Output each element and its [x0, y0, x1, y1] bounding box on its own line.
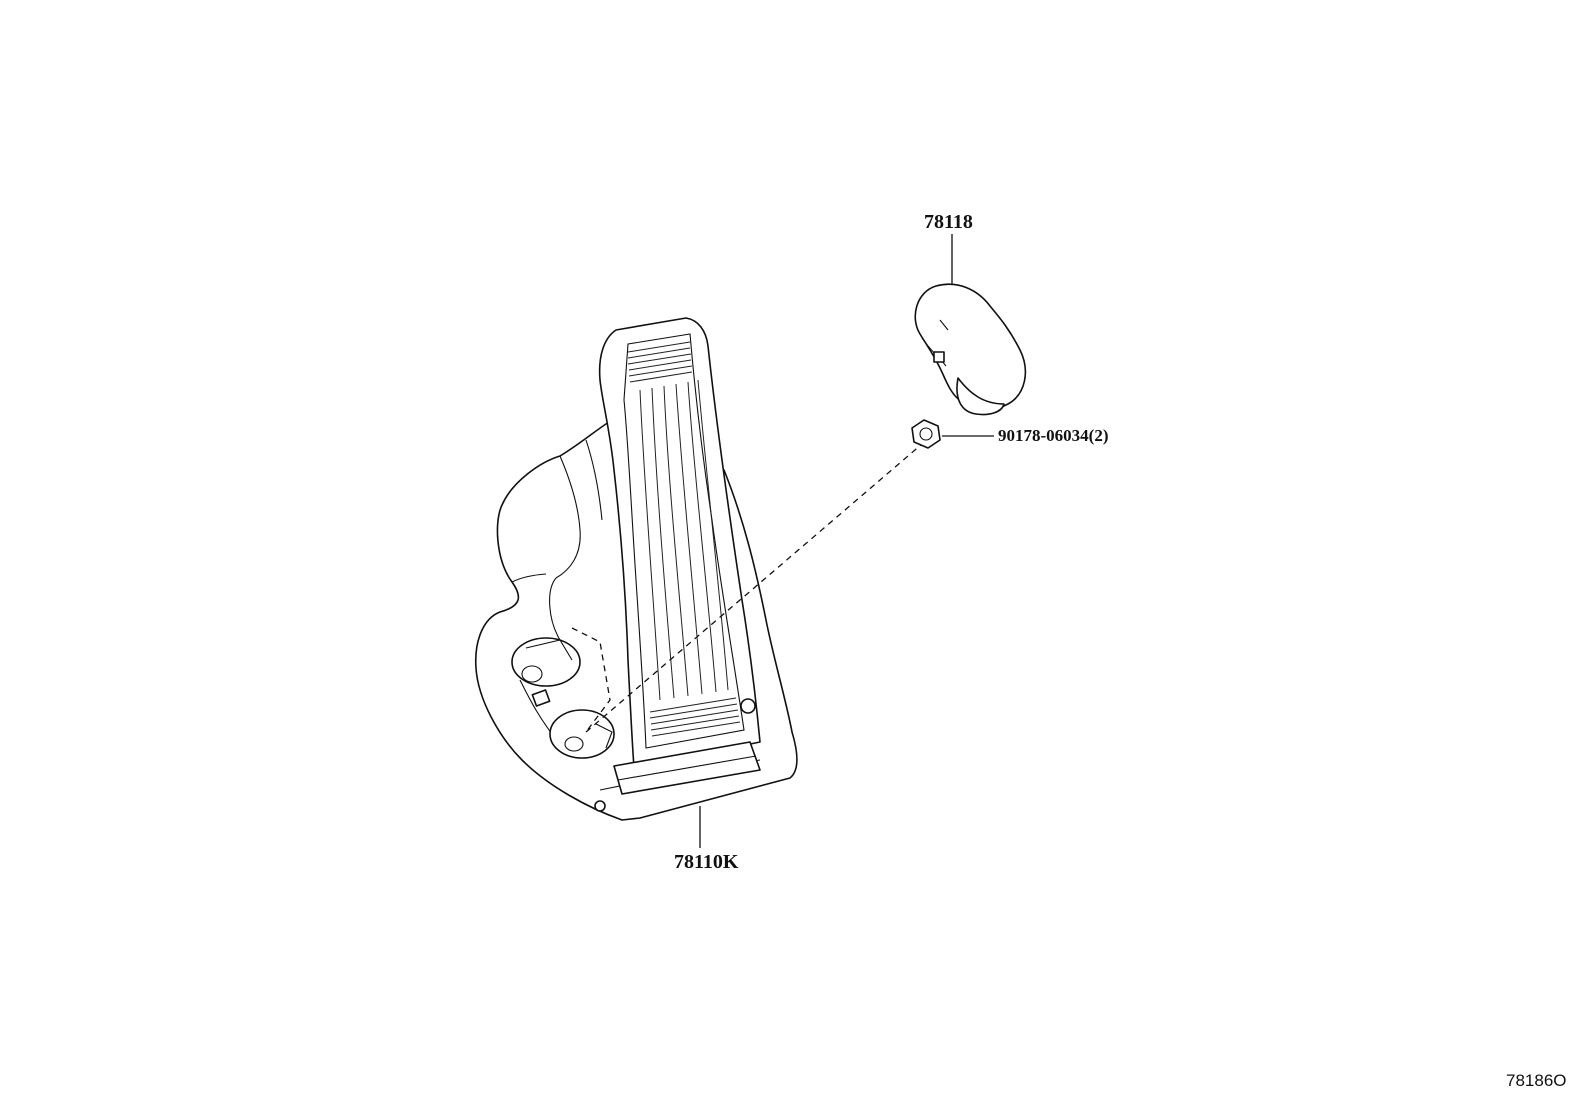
nut-part — [911, 419, 941, 449]
figure-id: 78186O — [1506, 1071, 1567, 1090]
pedal-vertical-ribs — [639, 379, 729, 701]
callout-pedal-pad: 78118 — [924, 211, 973, 233]
callout-pedal-assembly: 78110K — [674, 851, 739, 873]
mounting-boss-upper — [511, 637, 581, 687]
accelerator-pedal-assembly — [474, 317, 923, 821]
pedal-top-ribs — [627, 341, 693, 383]
pedal-arm — [598, 317, 761, 795]
mounting-boss-lower — [549, 709, 615, 759]
callout-nut: 90178-06034(2) — [998, 426, 1108, 445]
pedal-pad-part — [914, 283, 1027, 416]
pedal-bottom-ribs — [649, 697, 741, 737]
